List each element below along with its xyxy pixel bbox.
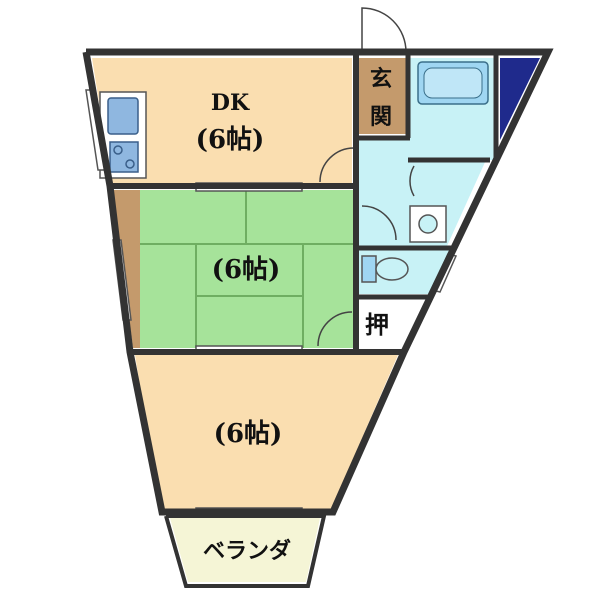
tatami-lines (140, 190, 353, 348)
dark-panel (500, 58, 540, 140)
dk-door (319, 147, 355, 183)
wash-door (409, 165, 415, 197)
veranda-label: ベランダ (203, 538, 291, 564)
dk-name-label: DK (211, 90, 250, 116)
wet-area-floor (358, 58, 496, 246)
doors (317, 7, 415, 347)
washitsu-door (317, 311, 353, 347)
wet-door (361, 205, 397, 241)
washitsu-size-label: (6帖) (212, 255, 281, 285)
genkan-label-2: 関 (370, 104, 392, 130)
veranda-floor (170, 518, 320, 582)
genkan-floor (354, 58, 406, 134)
dk-floor (92, 58, 352, 184)
stove-icon (109, 141, 139, 173)
closet-label: 押 (365, 310, 389, 339)
genkan-label-1: 玄 (370, 66, 392, 92)
toilet-icon (361, 255, 409, 283)
entrance-door (361, 7, 407, 53)
room3-size-label: (6帖) (214, 419, 283, 449)
room3-floor (135, 355, 398, 512)
veranda-rail (164, 514, 327, 588)
exterior-wall (82, 48, 554, 516)
dk-size-label: (6帖) (196, 125, 265, 155)
fixtures (99, 61, 489, 283)
walls (82, 48, 554, 588)
sink-icon (107, 97, 139, 135)
room-labels: DK (6帖) (6帖) (6帖) 玄 関 押 ベランダ (196, 66, 392, 564)
closet-strip (112, 190, 140, 348)
